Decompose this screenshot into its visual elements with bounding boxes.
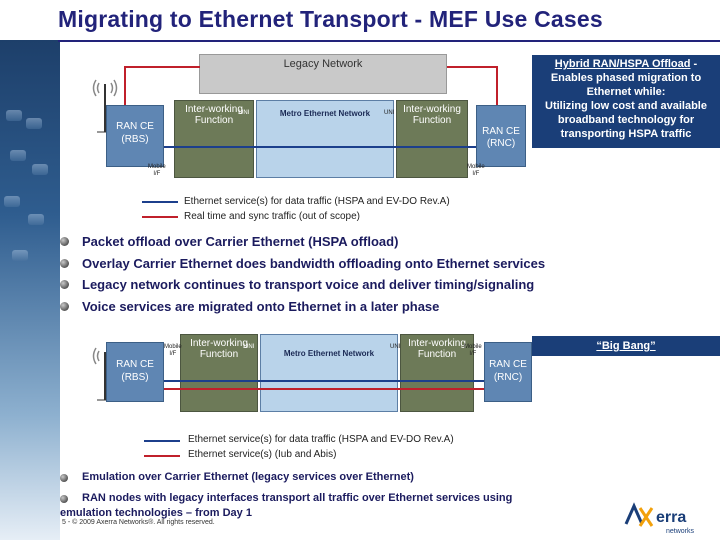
title-divider — [58, 40, 720, 42]
list-item: Voice services are migrated onto Etherne… — [60, 296, 545, 318]
metro-ethernet-label: Metro Ethernet Network — [283, 349, 375, 358]
ran-ce-left-box: RAN CE (RBS) — [106, 105, 164, 167]
legend-red-line — [142, 216, 178, 218]
hybrid-offload-panel: Hybrid RAN/HSPA Offload - Enables phased… — [532, 55, 720, 148]
bullet-icon — [60, 280, 69, 289]
ran-ce-left-label: RAN CE — [116, 121, 154, 132]
ran-ce-right-label: RAN CE — [489, 359, 527, 370]
list-item-text: Packet offload over Carrier Ethernet (HS… — [82, 234, 399, 249]
bullet-icon — [60, 495, 68, 503]
legend-red-label: Ethernet service(s) (Iub and Abis) — [188, 449, 337, 460]
legacy-network-label: Legacy Network — [283, 58, 363, 70]
legacy-link-vertical-right — [496, 66, 498, 126]
bullet-list: Packet offload over Carrier Ethernet (HS… — [60, 231, 545, 317]
keyboard-key-icon — [32, 164, 48, 175]
iwf-left-label: Inter-working Function — [185, 104, 243, 126]
ran-ce-right-label: RAN CE — [482, 126, 520, 137]
legend-red-line — [144, 455, 180, 457]
ran-ce-right-sub: (RNC) — [493, 372, 523, 383]
diagram-big-bang: RAN CE (RBS) Inter-working Function Metr… — [84, 330, 532, 465]
ran-ce-right-box: RAN CE (RNC) — [484, 342, 532, 402]
list-item-text: Legacy network continues to transport vo… — [82, 277, 535, 292]
iwf-right-label: Inter-working Function — [403, 104, 461, 126]
axerra-logo: erra networks — [620, 500, 712, 538]
keyboard-key-icon — [26, 118, 42, 129]
legend-blue-line — [142, 201, 178, 203]
bullet-list-emulation: Emulation over Carrier Ethernet (legacy … — [60, 470, 512, 521]
list-item-text: emulation technologies – from Day 1 — [60, 507, 252, 519]
legend-blue-line — [144, 440, 180, 442]
ran-ce-left-sub: (RBS) — [121, 372, 149, 383]
panel-line: transporting HSPA traffic — [560, 128, 692, 140]
bullet-icon — [60, 237, 69, 246]
ran-ce-left-sub: (RBS) — [121, 134, 149, 145]
legacy-link-right — [447, 66, 497, 68]
ran-ce-right-sub: (RNC) — [486, 138, 516, 149]
panel-heading-suffix: - — [690, 58, 698, 70]
diagram-hybrid: Legacy Network RAN CE (RBS) Inter-workin… — [84, 50, 532, 225]
iwf-right-label: Inter-working Function — [408, 338, 466, 360]
mobile-if-right-label: Mobile I/F — [467, 164, 485, 177]
list-item: Packet offload over Carrier Ethernet (HS… — [60, 231, 545, 253]
footer-copyright: 5 - © 2009 Axerra Networks®. All rights … — [62, 519, 215, 526]
keyboard-key-icon — [10, 150, 26, 161]
iwf-left-box: Inter-working Function — [174, 100, 254, 178]
data-path-line — [164, 380, 484, 382]
mobile-if-left-label: Mobile I/F — [148, 164, 166, 177]
panel-line: Enables phased migration to — [550, 72, 702, 84]
keyboard-key-icon — [6, 110, 22, 121]
keyboard-key-icon — [12, 250, 28, 261]
bullet-icon — [60, 301, 69, 311]
big-bang-label: “Big Bang” — [596, 340, 656, 352]
legacy-link-left — [124, 66, 200, 68]
list-item: RAN nodes with legacy interfaces transpo… — [60, 491, 512, 506]
ran-ce-right-box: RAN CE (RNC) — [476, 105, 526, 167]
uni-left-label: UNI — [239, 110, 250, 116]
emulation-path-line — [164, 388, 484, 390]
mobile-if-left-label: Mobile I/F — [164, 344, 182, 357]
legend-blue-label: Ethernet service(s) for data traffic (HS… — [188, 434, 454, 445]
big-bang-panel: “Big Bang” — [532, 336, 720, 356]
svg-text:networks: networks — [666, 528, 695, 535]
legend-red-label: Real time and sync traffic (out of scope… — [184, 211, 361, 222]
list-item: Legacy network continues to transport vo… — [60, 274, 545, 296]
bullet-icon — [60, 474, 68, 482]
keyboard-key-icon — [4, 196, 20, 207]
iwf-right-box: Inter-working Function — [396, 100, 468, 178]
list-item: Emulation over Carrier Ethernet (legacy … — [60, 470, 512, 485]
legacy-network-box: Legacy Network — [199, 54, 447, 94]
legend-blue-label: Ethernet service(s) for data traffic (HS… — [184, 196, 450, 207]
metro-ethernet-box: Metro Ethernet Network — [260, 334, 398, 412]
list-item-text: Overlay Carrier Ethernet does bandwidth … — [82, 255, 546, 271]
bullet-icon — [60, 258, 69, 268]
list-item-text: RAN nodes with legacy interfaces transpo… — [82, 492, 513, 504]
ran-ce-left-box: RAN CE (RBS) — [106, 342, 164, 402]
metro-ethernet-box: Metro Ethernet Network — [256, 100, 394, 178]
mobile-if-right-label: Mobile I/F — [464, 344, 482, 357]
uni-right-label: UNI — [384, 110, 395, 116]
list-item-text: Voice services are migrated onto Etherne… — [82, 298, 440, 314]
iwf-left-box: Inter-working Function — [180, 334, 258, 412]
page-title: Migrating to Ethernet Transport - MEF Us… — [58, 6, 603, 32]
panel-heading: Hybrid RAN/HSPA Offload — [554, 58, 691, 70]
uni-left-label: UNI — [244, 344, 255, 350]
iwf-left-label: Inter-working Function — [190, 338, 248, 360]
list-item-text: Emulation over Carrier Ethernet (legacy … — [82, 471, 414, 483]
panel-line: broadband technology for — [557, 114, 695, 126]
uni-right-label: UNI — [390, 344, 401, 350]
panel-line: Utilizing low cost and available — [545, 100, 707, 112]
legacy-link-vertical-left — [124, 66, 126, 126]
metro-ethernet-label: Metro Ethernet Network — [279, 109, 371, 118]
ran-ce-left-label: RAN CE — [116, 359, 154, 370]
keyboard-key-icon — [28, 214, 44, 225]
svg-text:erra: erra — [656, 509, 686, 526]
panel-line: Ethernet while: — [586, 86, 666, 98]
list-item-continued: emulation technologies – from Day 1 — [60, 506, 512, 521]
data-path-line — [164, 146, 476, 148]
list-item: Overlay Carrier Ethernet does bandwidth … — [60, 253, 545, 275]
iwf-right-box: Inter-working Function — [400, 334, 474, 412]
axerra-logo-mark: erra networks — [624, 502, 695, 535]
